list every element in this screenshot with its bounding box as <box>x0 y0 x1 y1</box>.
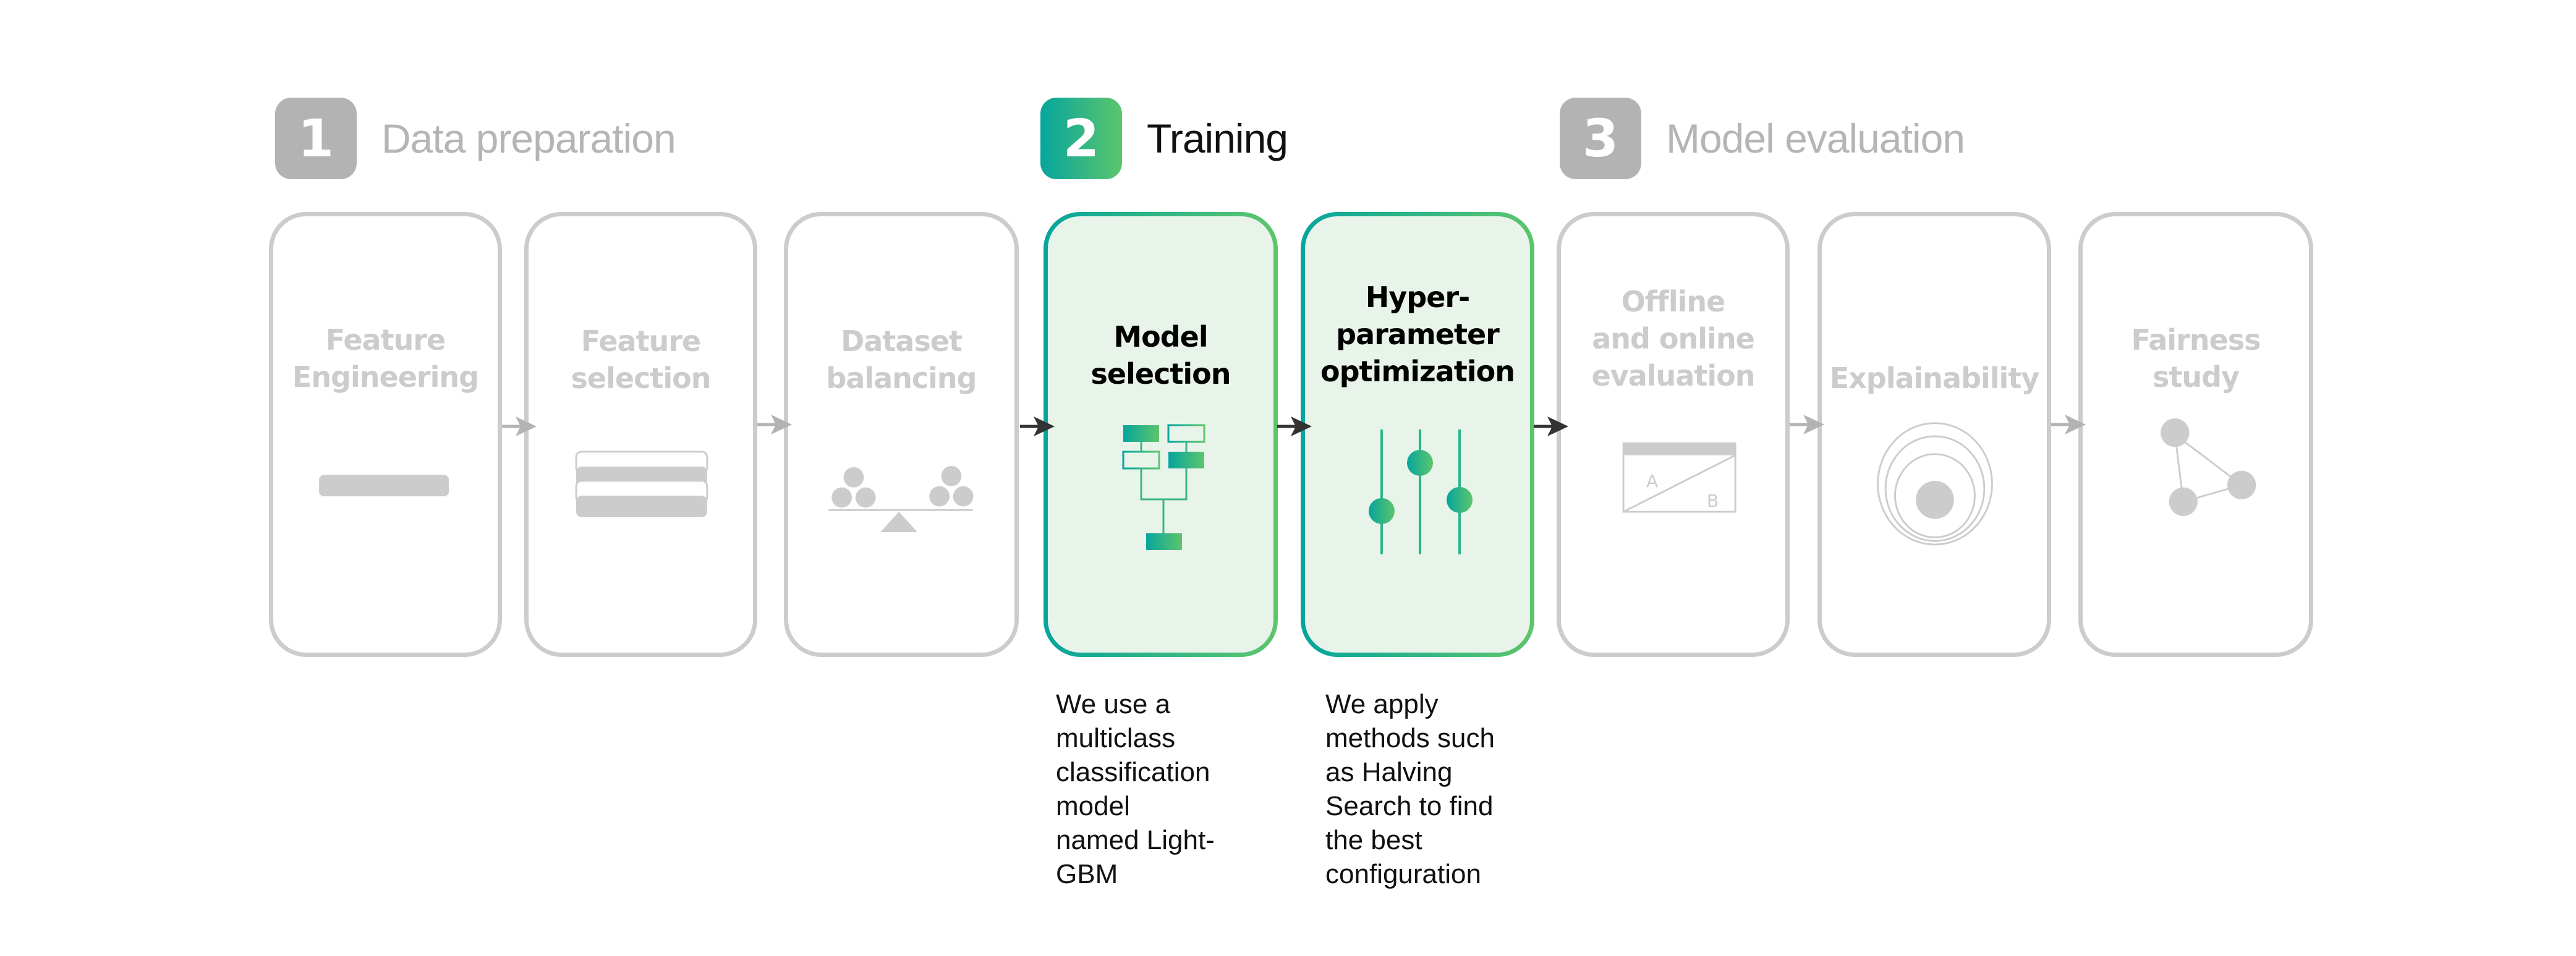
card-border <box>1044 212 1278 657</box>
arrow-5-to-6 <box>1534 417 1568 436</box>
single-bar-icon <box>319 475 449 497</box>
step-title: Offline and online evaluation <box>1591 285 1756 392</box>
arrow-3-to-4 <box>1020 417 1055 436</box>
phase-header-data-preparation: 1 Data preparation <box>275 98 676 179</box>
phase-number-badge: 3 <box>1560 98 1641 179</box>
phase-header-model-evaluation: 3 Model evaluation <box>1560 98 1965 179</box>
step-card-explainability: Explainability <box>1817 212 2051 657</box>
phase-header-training: 2 Training <box>1040 98 1288 179</box>
arrow-2-to-3 <box>757 415 792 434</box>
ab-label-b: B <box>1707 491 1719 511</box>
step-card-feature-selection: Feature selection <box>524 212 757 657</box>
balance-scale-icon <box>828 466 974 532</box>
step-title: Feature selection <box>571 324 712 395</box>
step-card-feature-engineering: Feature Engineering <box>269 212 502 657</box>
step-title: Dataset balancing <box>826 324 977 395</box>
concentric-circles-icon <box>1877 422 1993 546</box>
ab-test-icon <box>1622 442 1736 513</box>
phase-label: Data preparation <box>381 116 676 161</box>
stacked-bars-icon <box>575 451 708 517</box>
model-selection-description: We use a multiclass classification model… <box>1056 689 1215 889</box>
ab-label-a: A <box>1646 471 1659 491</box>
step-title: Feature Engineering <box>292 323 479 394</box>
sliders-icon <box>1369 429 1473 554</box>
phase-label: Training <box>1147 116 1288 161</box>
arrow-6-to-7 <box>1790 415 1824 434</box>
hyperparameter-optimization-description: We apply methods such as Halving Search … <box>1325 689 1495 889</box>
phase-number-badge: 2 <box>1040 98 1122 179</box>
arrow-4-to-5 <box>1277 417 1312 436</box>
step-card-offline-online-evaluation: Offline and online evaluation A B <box>1557 212 1790 657</box>
step-title: Fairness study <box>2131 323 2261 394</box>
step-card-model-selection: Model selection <box>1044 212 1278 657</box>
step-card-dataset-balancing: Dataset balancing <box>784 212 1019 657</box>
card-border <box>1301 212 1534 657</box>
step-title: Hyper- parameter optimization <box>1320 281 1515 388</box>
arrow-1-to-2 <box>502 417 537 436</box>
step-title: Explainability <box>1829 362 2040 395</box>
network-graph-icon <box>2161 418 2256 516</box>
arrow-7-to-8 <box>2051 415 2086 434</box>
step-title: Model selection <box>1090 320 1231 391</box>
step-card-fairness-study: Fairness study <box>2078 212 2313 657</box>
phase-label: Model evaluation <box>1666 116 1965 161</box>
step-card-hyperparameter-optimization: Hyper- parameter optimization <box>1301 212 1534 657</box>
decision-tree-icon <box>1122 424 1205 550</box>
phase-number-badge: 1 <box>275 98 357 179</box>
